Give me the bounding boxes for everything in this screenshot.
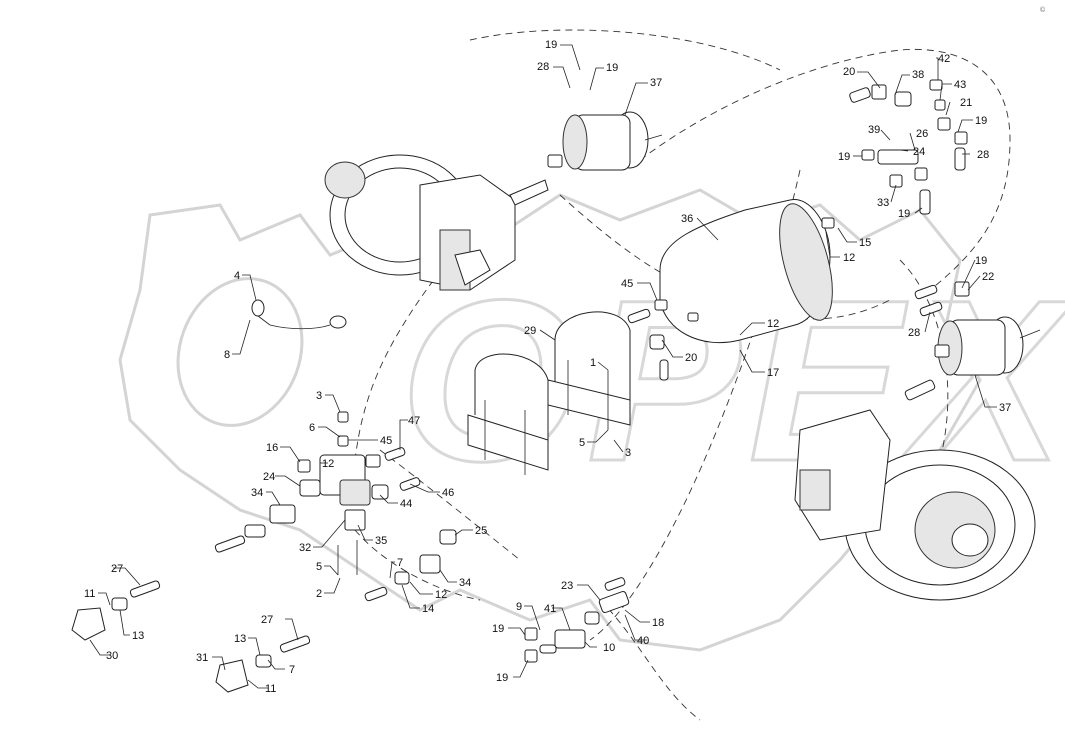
callout-18: 18 (652, 617, 664, 629)
callout-35: 35 (375, 535, 387, 547)
callout-28: 28 (977, 149, 989, 161)
callout-45: 45 (621, 278, 633, 290)
callout-19: 19 (898, 208, 910, 220)
callout-37: 37 (999, 402, 1011, 414)
callout-2: 2 (316, 588, 322, 600)
callout-38: 38 (912, 69, 924, 81)
corner-mark: © (1040, 6, 1046, 14)
callout-22: 22 (982, 271, 994, 283)
rear-axle-assembly (794, 409, 1036, 601)
callout-39: 39 (868, 124, 880, 136)
callout-11: 11 (265, 683, 276, 695)
callout-47: 47 (408, 415, 420, 427)
callout-13: 13 (132, 630, 144, 642)
callout-41: 41 (544, 603, 556, 615)
callout-12: 12 (322, 458, 334, 470)
callout-27: 27 (261, 614, 273, 626)
callout-19: 19 (545, 39, 557, 51)
callout-11: 11 (84, 588, 95, 600)
callout-31: 31 (196, 652, 208, 664)
callout-19: 19 (975, 115, 987, 127)
callout-40: 40 (637, 635, 649, 647)
leader-lines (89, 44, 997, 689)
callout-30: 30 (106, 650, 118, 662)
callout-25: 25 (475, 525, 487, 537)
callout-26: 26 (916, 128, 928, 140)
tank-brackets (467, 311, 631, 475)
callout-19: 19 (496, 672, 508, 684)
callout-5: 5 (316, 561, 322, 573)
callout-44: 44 (400, 498, 412, 510)
hoses-couplings (71, 281, 970, 693)
callout-19: 19 (606, 62, 618, 74)
air-tank (654, 199, 835, 344)
front-axle-assembly (324, 154, 549, 291)
callout-20: 20 (685, 352, 697, 364)
callout-33: 33 (877, 197, 889, 209)
callout-6: 6 (309, 422, 315, 434)
callout-34: 34 (251, 487, 263, 499)
callout-24: 24 (263, 471, 275, 483)
callout-32: 32 (299, 542, 311, 554)
callout-23: 23 (561, 580, 573, 592)
callout-27: 27 (111, 563, 123, 575)
callout-37: 37 (650, 77, 662, 89)
callout-4: 4 (234, 270, 240, 282)
callout-29: 29 (524, 325, 536, 337)
callout-19: 19 (492, 623, 504, 635)
valve-cluster-top-right (849, 79, 968, 215)
clip-ring (251, 299, 347, 330)
callout-34: 34 (459, 577, 471, 589)
callout-16: 16 (266, 442, 278, 454)
callout-1: 1 (590, 357, 596, 369)
callout-36: 36 (681, 213, 693, 225)
callout-12: 12 (843, 252, 855, 264)
callout-24: 24 (913, 146, 925, 158)
callout-45: 45 (380, 435, 392, 447)
callout-10: 10 (603, 642, 615, 654)
callout-19: 19 (975, 255, 987, 267)
callout-21: 21 (960, 97, 972, 109)
callout-8: 8 (224, 349, 230, 361)
callout-3: 3 (625, 447, 631, 459)
callout-46: 46 (442, 487, 454, 499)
callout-13: 13 (234, 633, 246, 645)
callout-12: 12 (435, 589, 447, 601)
callout-20: 20 (843, 66, 855, 78)
callout-5: 5 (579, 437, 585, 449)
brake-chamber-front (547, 111, 663, 171)
callout-9: 9 (516, 601, 522, 613)
callout-3: 3 (316, 390, 322, 402)
callout-7: 7 (289, 664, 295, 676)
callout-19: 19 (838, 151, 850, 163)
callout-15: 15 (859, 237, 871, 249)
callout-7: 7 (397, 557, 403, 569)
callout-17: 17 (767, 367, 779, 379)
callout-labels: 19 28 19 37 20 38 42 43 21 19 39 26 19 2… (84, 39, 1011, 695)
callout-28: 28 (537, 61, 549, 73)
callout-14: 14 (422, 603, 434, 615)
callout-12: 12 (767, 318, 779, 330)
callout-28: 28 (908, 327, 920, 339)
callout-43: 43 (954, 79, 966, 91)
callout-42: 42 (938, 53, 950, 65)
brake-chamber-rear (904, 316, 1041, 401)
